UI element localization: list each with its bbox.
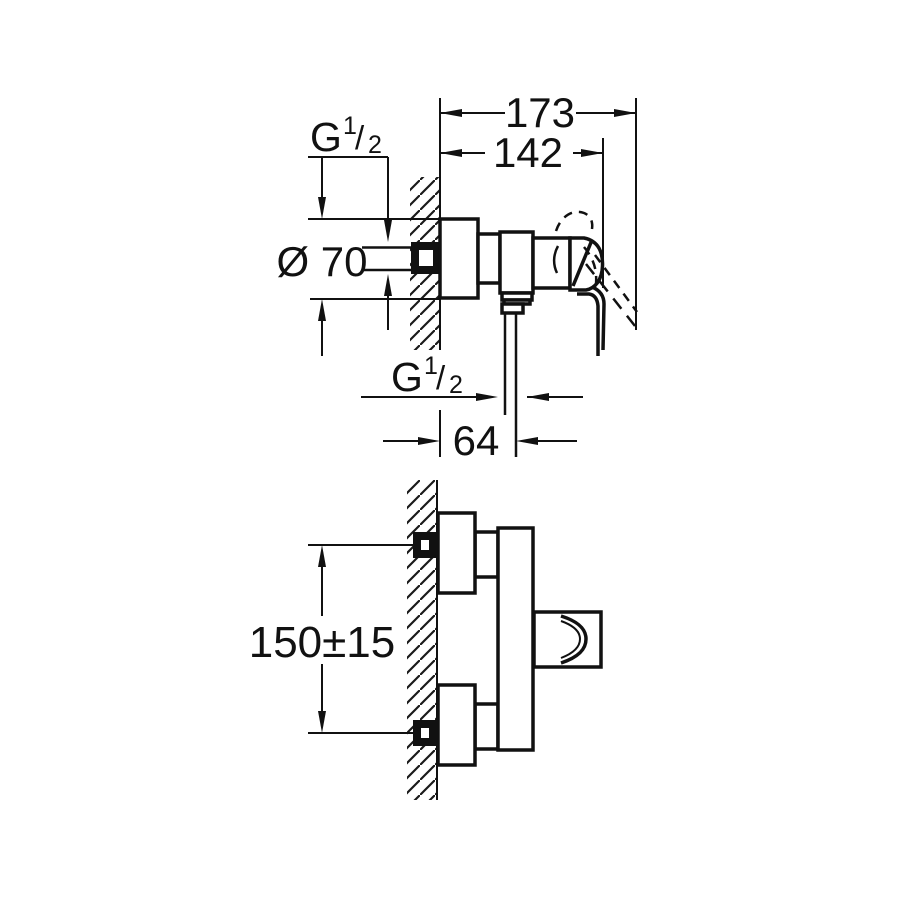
lever-handle-dashed-positions	[554, 210, 639, 327]
supply-pipe-lines	[362, 246, 417, 272]
thread-label-g: G	[391, 354, 423, 400]
thread-label-g: G	[310, 114, 342, 160]
dim-label-escutcheon-diameter: Ø 70	[276, 238, 367, 285]
upper-neck	[473, 530, 500, 579]
thread-label-numerator: 1	[424, 352, 438, 380]
cartridge-housing	[498, 230, 535, 295]
body-slab	[496, 526, 535, 752]
arrowhead	[516, 437, 538, 445]
arrowhead	[614, 109, 636, 117]
lever-diagonal-dashed-2	[593, 254, 639, 313]
ext-lines-inlets	[308, 544, 413, 734]
arrowhead	[440, 109, 462, 117]
dim-label-body-depth: 142	[493, 129, 563, 176]
lever-edge-dashed	[583, 246, 598, 285]
hose-thread-label: G 1 / 2	[361, 352, 583, 401]
body-neck	[476, 232, 502, 285]
arrowhead	[318, 197, 326, 219]
lever-raised-dashed	[554, 210, 594, 232]
lever-blade-front-edge	[577, 292, 600, 356]
dimension-inlet-spacing: 150±15	[249, 544, 413, 734]
arrowhead	[527, 393, 549, 401]
hose-nut	[500, 302, 525, 315]
thread-label-slash: /	[436, 359, 446, 396]
arrowhead	[384, 220, 392, 242]
lower-union-escutcheon	[436, 683, 477, 767]
wall-hatch-bottom-view	[407, 480, 437, 800]
dim-label-inlet-spacing: 150±15	[249, 618, 396, 667]
arrowhead	[318, 299, 326, 321]
thread-label-numerator: 1	[343, 112, 357, 140]
thread-label-denominator: 2	[368, 131, 382, 159]
arrowhead	[384, 274, 392, 296]
lever-blade-back-edge	[591, 285, 606, 351]
handle-blade-arc-outer	[560, 614, 588, 665]
top-view: 173 142 G 1 / 2 Ø 70	[276, 89, 639, 464]
escutcheon-flange	[438, 217, 480, 300]
lever-handle	[571, 239, 606, 356]
mixer-body-elevation	[436, 511, 603, 767]
thread-label-denominator: 2	[449, 371, 463, 399]
thread-label-slash: /	[355, 119, 365, 156]
body-mid-section	[531, 236, 572, 290]
arrowhead	[418, 437, 440, 445]
dim-label-total-depth: 173	[505, 89, 575, 136]
pivot-arc	[552, 245, 560, 274]
arrowhead	[318, 711, 326, 733]
dim-label-hose-offset: 64	[453, 417, 500, 464]
handle-blade-arc-inner	[560, 620, 582, 659]
supply-fitting	[411, 242, 441, 274]
handle-end-cap	[532, 610, 603, 669]
upper-supply-fitting	[413, 532, 437, 558]
dimension-total-depth: 173	[440, 89, 637, 330]
lower-supply-fitting	[413, 720, 437, 746]
arrowhead	[581, 149, 603, 157]
mixer-body-profile	[438, 217, 605, 300]
dimension-escutcheon-diameter: Ø 70	[276, 157, 440, 356]
supply-thread-label: G 1 / 2	[308, 112, 392, 330]
arrowhead	[476, 393, 498, 401]
shower-outlet	[500, 291, 534, 457]
bottom-view: 150±15	[249, 480, 603, 800]
shower-hose-lines	[503, 313, 518, 457]
arrowhead	[440, 149, 462, 157]
upper-union-escutcheon	[436, 511, 477, 595]
lever-root-line	[571, 239, 594, 287]
dimension-body-depth: 142	[440, 129, 604, 288]
dimension-hose-offset: 64	[383, 417, 577, 464]
arrowhead	[318, 545, 326, 567]
lower-neck	[473, 702, 500, 751]
ext-lines-flange	[308, 218, 440, 300]
